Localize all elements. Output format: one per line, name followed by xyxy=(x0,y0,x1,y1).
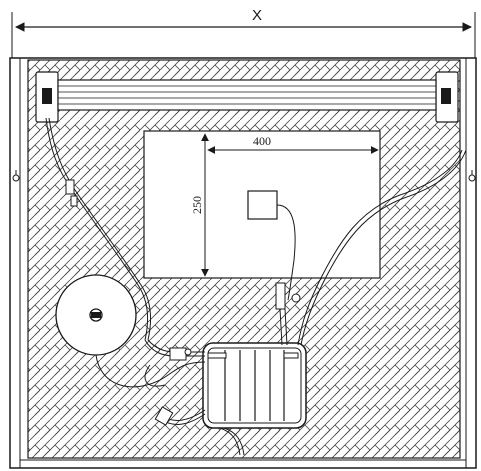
driver-box xyxy=(202,342,307,429)
overall-width-dimension: X xyxy=(11,7,476,58)
wires xyxy=(45,117,467,456)
mirror-width-label: 400 xyxy=(253,134,271,148)
sensor-switch xyxy=(247,190,278,220)
fluorescent-lamp xyxy=(35,71,459,123)
hanger-left-icon xyxy=(12,170,20,182)
overall-width-label: X xyxy=(252,7,262,24)
mirror-height-label: 250 xyxy=(190,196,204,214)
hanger-right-icon xyxy=(468,170,476,182)
mirror-cutout: 400 250 xyxy=(143,130,381,279)
transformer-badge-icon xyxy=(91,312,101,318)
round-transformer xyxy=(55,274,137,356)
